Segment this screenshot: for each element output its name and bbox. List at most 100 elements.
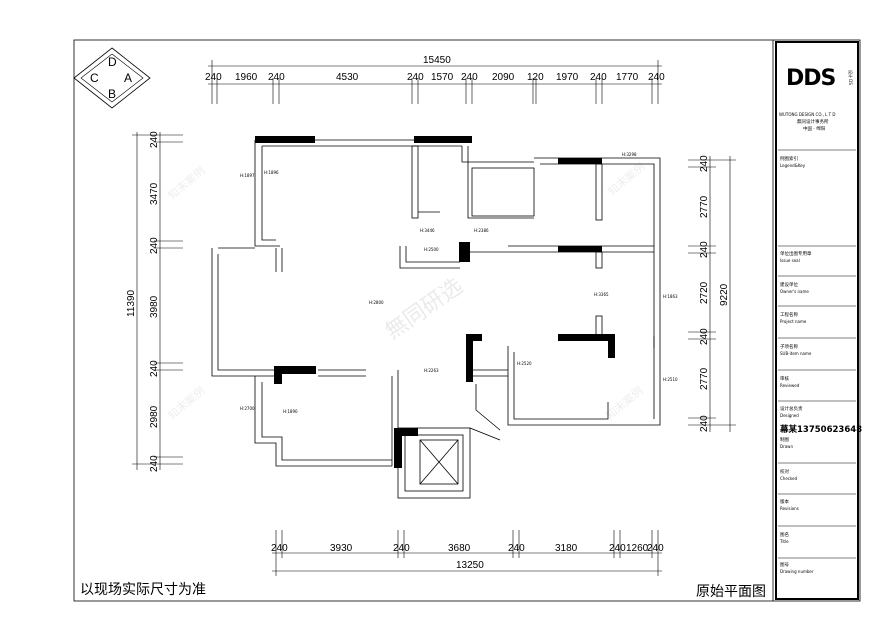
compass-left: C [90,71,99,85]
legend-cn: 例图索引 [780,155,798,162]
checked-en: Checked [780,476,798,481]
top-dim-6: 240 [461,72,478,83]
left-segment-labels: 240 3470 240 3980 240 2980 240 [149,131,160,472]
bottom-dim-8: 240 [647,543,664,554]
top-dim-10: 240 [590,72,607,83]
right-dim-1: 2770 [699,195,710,218]
top-dim-4: 240 [407,72,424,83]
top-dim-9: 1970 [556,72,579,83]
room-label-l: H:2510 [663,377,678,382]
wall-blocks [255,136,615,468]
bottom-total-dim: 13250 [456,560,484,571]
left-dim-1: 3470 [149,182,160,205]
title-cn: 图名 [780,531,789,538]
reviewed-cn: 审核 [780,375,789,382]
drawing-number-en: Drawing number [780,569,814,574]
title-block: DDS 设计 DS WUTONG DESIGN CO., L T D 無同设计事… [778,66,862,574]
bottom-dim-6: 240 [609,543,626,554]
left-dim-4: 240 [149,360,160,377]
designed-cn: 设计总负责 [780,405,803,412]
room-label-i: H:1863 [663,294,678,299]
designed-en: Designed [780,413,799,418]
compass-top: D [108,55,117,69]
room-label-a: H:2800 [369,300,384,305]
title-en: Title [779,539,789,544]
project-en: Project name [780,319,807,324]
owner-cn: 建设单位 [780,281,798,288]
right-dim-5: 2770 [699,367,710,390]
bottom-dim-1: 3930 [330,543,353,554]
room-label-c: H:1896 [264,170,279,175]
room-label-n: H:1890 [283,409,298,414]
room-label-j: H:2263 [424,368,439,373]
top-dim-2: 240 [268,72,285,83]
drawn-cn: 制图 [780,436,789,443]
bottom-dim-4: 240 [508,543,525,554]
right-dim-6: 240 [699,415,710,432]
watermark-small-1: 知末案例 [165,163,208,202]
top-segment-labels: 240 1960 240 4530 240 1570 240 2090 120 … [205,72,665,83]
right-dim-4: 240 [699,328,710,345]
compass-bottom: B [108,87,116,101]
room-label-e: H:2500 [424,247,439,252]
title-block-frame [775,41,859,600]
bottom-dim-7: 1260 [626,543,649,554]
caption-site-note: 以现场实际尺寸为准 [80,582,206,598]
checked-cn: 校对 [780,468,789,475]
right-total-dim: 9220 [719,283,730,306]
top-dim-7: 2090 [492,72,515,83]
project-cn: 工程名称 [780,311,798,318]
drawn-en: Drawn [780,444,793,449]
room-label-f: H:2386 [474,228,489,233]
company-name-en: WUTONG DESIGN CO., L T D [779,112,835,117]
caption-plan-title: 原始平面图 [696,584,766,600]
reviewed-en: Reviewed [780,383,800,388]
drawing-number-cn: 图号 [780,562,789,568]
room-label-h: H:3365 [594,292,609,297]
sub-item-en: SUB-item name [780,351,812,356]
watermark-small-3: 知末案例 [165,383,208,422]
right-dim-3: 2720 [699,281,710,304]
left-dim-0: 240 [149,131,160,148]
bottom-dim-0: 240 [271,543,288,554]
right-dim-2: 240 [699,241,710,258]
issue-seal-cn: 单位出图专用章 [780,250,812,257]
top-dimension-chain [208,60,662,104]
top-total-dim: 15450 [423,55,451,66]
bottom-dim-2: 240 [393,543,410,554]
revisions-cn: 版本 [780,498,789,505]
room-label-m: H:2700 [240,406,255,411]
top-dim-8: 120 [527,72,544,83]
left-dim-5: 2980 [149,405,160,428]
left-dim-2: 240 [149,237,160,254]
room-label-k: H:2520 [517,361,532,366]
right-dim-0: 240 [699,155,710,172]
top-dim-1: 1960 [235,72,258,83]
right-dimension-chain [688,156,736,432]
designer-name: 幕某13750623648 [779,424,862,435]
company-name-cn: 無同设计事务所 [797,118,829,125]
room-label-d: H:3446 [420,228,435,233]
legend-en: Legend&Key [780,163,806,168]
company-location: 中国 · 绵阳 [803,125,826,132]
left-total-dim: 11390 [126,289,137,317]
watermark-small-4: 知末案例 [603,383,646,422]
top-dim-11: 1770 [616,72,639,83]
room-height-labels: H:2800 H:1897 H:1896 H:3446 H:2500 H:238… [240,152,678,414]
owner-en: Owner's name [780,289,809,294]
room-label-g: H:3298 [622,152,637,157]
bottom-dim-3: 3680 [448,543,471,554]
compass-right: A [124,71,132,85]
sub-item-cn: 子项名称 [780,343,798,350]
issue-seal-en: Issue seal [780,258,800,263]
compass-symbol: D C A B [73,47,151,109]
left-dim-6: 240 [149,455,160,472]
revisions-en: Revisions [780,506,799,511]
watermark-small-2: 知末案例 [605,159,648,198]
left-dim-3: 3980 [149,295,160,318]
bottom-dimension-chain [272,530,662,576]
right-segment-labels: 240 2770 240 2720 240 2770 240 [699,155,710,432]
left-dimension-chain [132,132,183,470]
top-dim-0: 240 [205,72,222,83]
title-block-logo-side: 设计 DS [848,70,854,85]
